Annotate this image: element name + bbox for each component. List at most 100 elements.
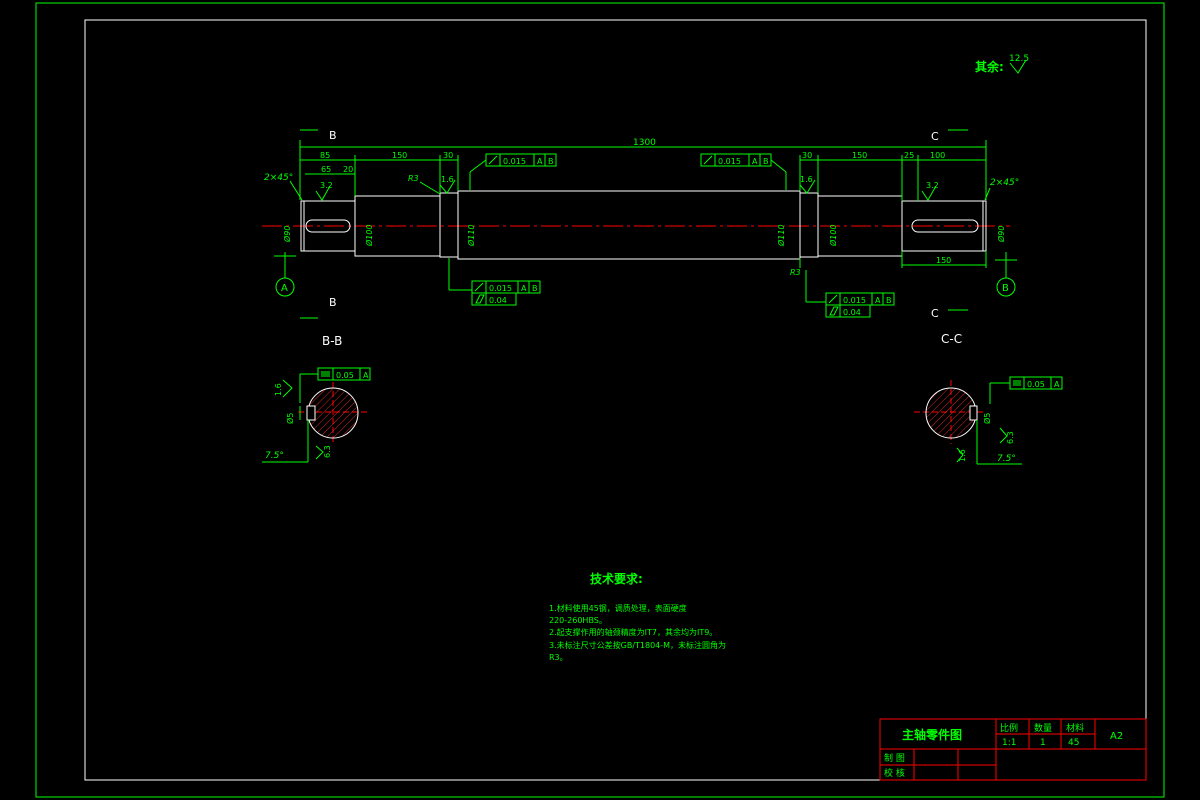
svg-text:1.6: 1.6 xyxy=(274,383,283,396)
tech-requirement-line: 2.起支撑作用的轴颈精度为IT7，其余均为IT9。 xyxy=(549,627,717,637)
section-mark-c-bottom: C xyxy=(931,307,939,320)
svg-text:0.015: 0.015 xyxy=(503,157,526,166)
dim-dia-right-end: Ø90 xyxy=(996,226,1006,243)
datum-a-circle xyxy=(275,277,295,297)
cylindricity-icon xyxy=(475,294,485,304)
key-slot-right xyxy=(911,219,979,233)
svg-text:B: B xyxy=(548,157,554,166)
title-drawing-name: 主轴零件图 xyxy=(902,727,962,742)
dim-right-30: 30 xyxy=(802,151,812,160)
tech-requirements-title: 技术要求: xyxy=(590,571,643,586)
dim-right-25: 25 xyxy=(904,151,914,160)
svg-text:0.015: 0.015 xyxy=(718,157,741,166)
runout-arrow-icon xyxy=(828,294,838,304)
svg-text:0.04: 0.04 xyxy=(489,296,507,305)
roughness-other-label: 其余: xyxy=(975,59,1004,74)
svg-text:A: A xyxy=(1054,380,1060,389)
roughness-brg-right: 1.6 xyxy=(800,175,813,184)
title-checked-label: 校 核 xyxy=(884,767,905,779)
fillet-r3-left: R3 xyxy=(408,174,419,183)
roughness-symbol-icon xyxy=(282,379,293,398)
svg-text:A: A xyxy=(875,296,881,305)
title-drawn-label: 制 图 xyxy=(884,752,905,764)
tolerance-frame-top-right: 0.015 A B xyxy=(700,153,787,190)
svg-text:Ø5: Ø5 xyxy=(285,413,295,424)
roughness-symbol-icon xyxy=(439,179,456,194)
section-view-bb: 0.05 A 1.6 Ø5 7.5° 6.3 xyxy=(262,367,371,463)
roughness-brg-left: 1.6 xyxy=(441,175,454,184)
title-scale-value: 1:1 xyxy=(1002,738,1016,748)
title-scale-label: 比例 xyxy=(1000,722,1018,734)
shaft-right-bearing xyxy=(799,192,819,258)
datum-b-circle xyxy=(996,277,1016,297)
dim-right-key-150: 150 xyxy=(936,256,951,265)
title-qty-label: 数量 xyxy=(1034,722,1052,734)
dim-left-85: 85 xyxy=(320,151,330,160)
chamfer-right: 2×45° xyxy=(990,178,1019,188)
svg-text:B: B xyxy=(886,296,892,305)
svg-text:A: A xyxy=(521,284,527,293)
svg-text:7.5°: 7.5° xyxy=(997,454,1016,464)
section-mark-b-top: B xyxy=(329,129,337,142)
roughness-key-right: 3.2 xyxy=(926,181,939,190)
tech-requirement-line: 220-260HBS。 xyxy=(549,616,607,625)
roughness-symbol-icon xyxy=(1009,59,1027,74)
tech-requirement-line: 1.材料使用45钢，调质处理，表面硬度 xyxy=(549,603,687,613)
shaft-right-end xyxy=(901,200,987,252)
runout-arrow-icon xyxy=(474,282,484,292)
runout-arrow-icon xyxy=(488,155,498,165)
svg-text:0.05: 0.05 xyxy=(1027,380,1045,389)
view-label-cc: C-C xyxy=(941,332,962,346)
tech-requirement-line: R3。 xyxy=(549,653,568,662)
section-cc-circle xyxy=(925,387,977,439)
dim-dia-right-bearing: Ø110 xyxy=(776,224,786,247)
dim-left-150: 150 xyxy=(392,151,407,160)
datum-a-label: A xyxy=(281,283,288,294)
roughness-symbol-icon xyxy=(315,445,324,460)
tolerance-frame-bottom-right: 0.015 A B 0.04 xyxy=(805,270,895,318)
svg-text:B: B xyxy=(763,157,769,166)
section-cc-keyway xyxy=(969,405,978,421)
title-material-label: 材料 xyxy=(1066,722,1084,734)
shaft-left-bearing xyxy=(439,192,459,258)
tolerance-frame-top-left: 0.015 A B xyxy=(469,153,557,190)
section-mark-b-bottom: B xyxy=(329,296,337,309)
roughness-symbol-icon xyxy=(999,427,1008,444)
svg-text:7.5°: 7.5° xyxy=(265,451,284,461)
dim-overall-length: 1300 xyxy=(633,138,656,148)
datum-b-label: B xyxy=(1002,283,1009,294)
key-slot-left xyxy=(305,219,351,233)
svg-text:0.015: 0.015 xyxy=(843,296,866,305)
outer-frame xyxy=(35,2,1165,798)
roughness-symbol-icon xyxy=(315,185,331,201)
svg-text:A: A xyxy=(363,371,369,380)
shaft-main-view xyxy=(262,190,1010,260)
title-qty-value: 1 xyxy=(1040,738,1046,748)
dim-dia-left-step: Ø100 xyxy=(364,224,374,247)
view-label-bb: B-B xyxy=(322,334,342,348)
svg-text:6.3: 6.3 xyxy=(1006,431,1015,444)
dim-dia-left-end: Ø90 xyxy=(282,226,292,243)
svg-text:A: A xyxy=(537,157,543,166)
dim-left-20: 20 xyxy=(343,165,353,174)
section-bb-keyway xyxy=(306,405,316,421)
dim-right-100: 100 xyxy=(930,151,945,160)
tech-requirement-line: 3.未标注尺寸公差按GB/T1804-M，未标注圆角为 xyxy=(549,640,726,650)
chamfer-left: 2×45° xyxy=(264,173,293,183)
roughness-symbol-icon xyxy=(956,447,964,463)
svg-text:0.04: 0.04 xyxy=(843,308,861,317)
dimension-lines-top xyxy=(299,140,987,268)
tolerance-frame-bottom-left: 0.015 A B 0.04 xyxy=(448,258,541,306)
svg-text:0.015: 0.015 xyxy=(489,284,512,293)
title-sheet-size: A2 xyxy=(1110,731,1123,742)
roughness-symbol-icon xyxy=(921,185,937,201)
svg-text:A: A xyxy=(752,157,758,166)
title-material-value: 45 xyxy=(1068,738,1079,748)
roughness-symbol-icon xyxy=(799,179,816,194)
section-mark-c-top: C xyxy=(931,130,939,143)
section-view-cc: 0.05 A Ø5 6.3 1.6 7.5° xyxy=(914,376,1063,465)
dim-dia-right-step: Ø100 xyxy=(828,224,838,247)
svg-text:0.05: 0.05 xyxy=(336,371,354,380)
svg-text:B: B xyxy=(532,284,538,293)
